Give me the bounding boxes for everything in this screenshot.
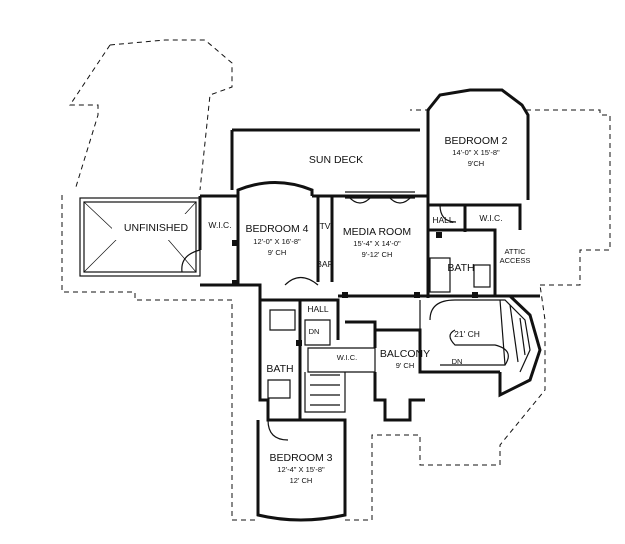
balcony-ceiling: 9' CH: [396, 361, 415, 370]
bedroom3-size: 12'-4" X 15'-8": [277, 465, 325, 474]
bedroom3-ceiling: 12' CH: [290, 476, 313, 485]
labels: UNFINISHED W.I.C. BEDROOM 4 12'-0" X 16'…: [124, 135, 531, 485]
roof-outline: [61, 39, 611, 521]
bath-right-label: BATH: [447, 262, 474, 274]
walls: [181, 88, 542, 522]
bedroom4-ceiling: 9' CH: [268, 248, 287, 257]
bedroom2-ceiling: 9'CH: [468, 159, 484, 168]
bath-left-label: BATH: [266, 363, 293, 375]
media-room-ceiling: 9'-12' CH: [362, 250, 393, 259]
posts: [232, 232, 478, 346]
unfinished-area: [79, 197, 201, 277]
hall-right-label: HALL: [432, 215, 454, 225]
balcony-name: BALCONY: [380, 348, 430, 360]
stair-ceiling-label: 21' CH: [454, 329, 480, 339]
bedroom3-name: BEDROOM 3: [269, 452, 332, 464]
bedroom2-size: 14'-0" X 15'-8": [452, 148, 500, 157]
attic-access-line1: ATTIC: [504, 247, 526, 256]
unfinished-label: UNFINISHED: [124, 222, 189, 234]
hall-center-label: HALL: [307, 304, 329, 314]
bedroom2-name: BEDROOM 2: [444, 135, 507, 147]
attic-access-line2: ACCESS: [500, 256, 531, 265]
dn-right-label: DN: [452, 357, 463, 366]
bedroom4-name: BEDROOM 4: [245, 223, 308, 235]
wic-left-label: W.I.C.: [208, 220, 231, 230]
wic-center-label: W.I.C.: [337, 353, 357, 362]
wic-right-label: W.I.C.: [479, 213, 502, 223]
bedroom4-size: 12'-0" X 16'-8": [253, 237, 301, 246]
media-room-name: MEDIA ROOM: [343, 226, 411, 238]
bar-label: BAR: [316, 259, 333, 269]
tv-label: TV: [320, 221, 331, 231]
media-room-size: 15'-4" X 14'-0": [353, 239, 401, 248]
sun-deck-label: SUN DECK: [309, 154, 363, 166]
dn-center-label: DN: [309, 327, 320, 336]
